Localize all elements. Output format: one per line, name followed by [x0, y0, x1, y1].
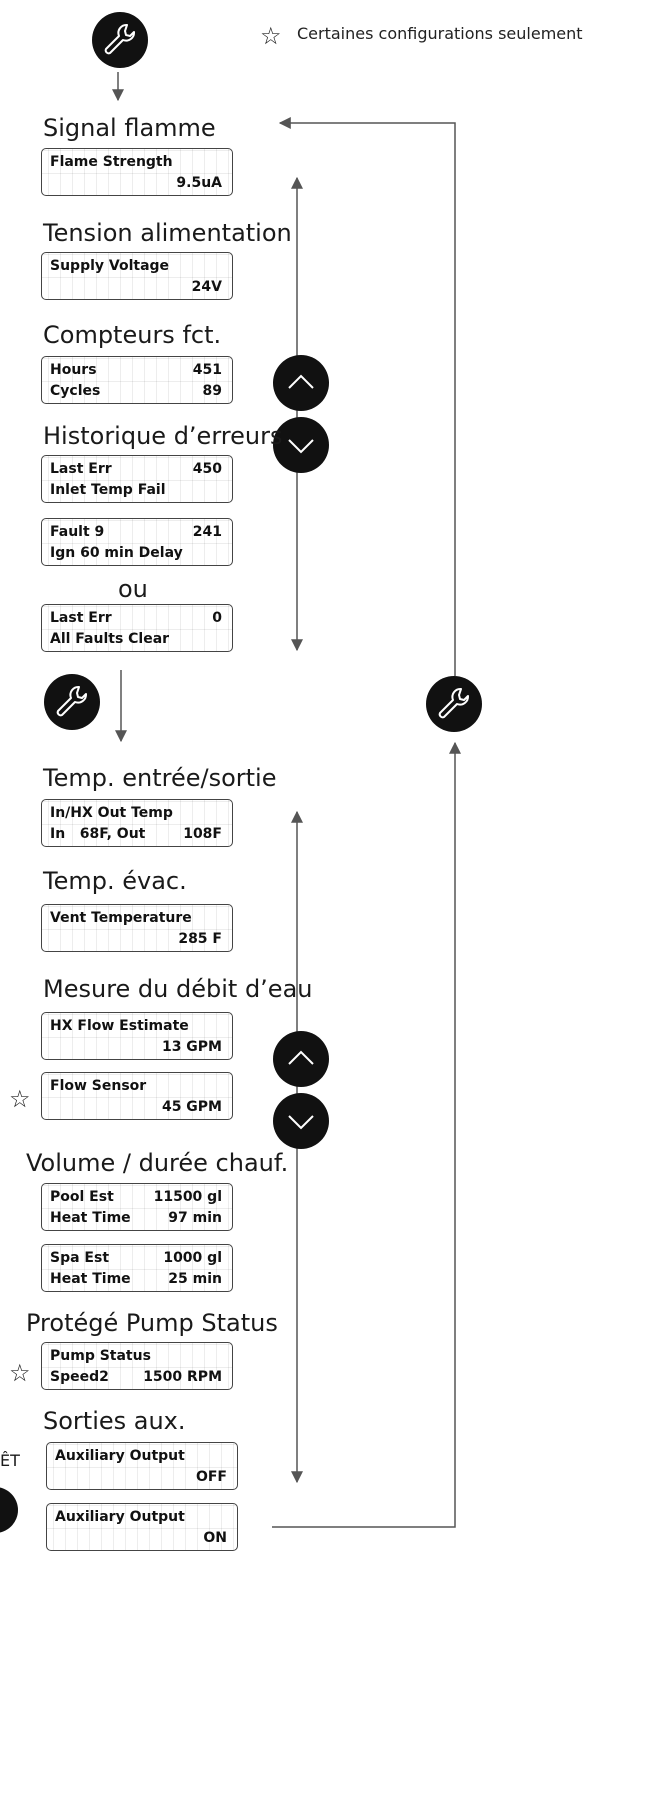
wrench-button-right[interactable] — [426, 676, 482, 732]
heading-historique-erreurs: Historique d’erreurs — [43, 422, 283, 450]
heading-temp-entree-sortie: Temp. entrée/sortie — [43, 764, 277, 792]
lcd-aux-output-off: Auxiliary Output OFF — [46, 1442, 238, 1490]
lcd-vent-temperature: Vent Temperature 285 F — [41, 904, 233, 952]
heading-mesure-debit: Mesure du débit d’eau — [43, 975, 313, 1003]
partial-circle-button[interactable] — [0, 1487, 18, 1533]
wrench-icon — [56, 686, 87, 717]
lcd-flow-sensor: Flow Sensor 45 GPM — [41, 1072, 233, 1120]
lcd-hx-flow-estimate: HX Flow Estimate 13 GPM — [41, 1012, 233, 1060]
heading-tension-alimentation: Tension alimentation — [43, 219, 292, 247]
chevron-up-icon — [288, 1050, 314, 1065]
return-loop-lower — [272, 741, 461, 1528]
scroll-up-button-lower[interactable] — [273, 1031, 329, 1087]
heading-pump-status: Protégé Pump Status — [26, 1309, 278, 1337]
heading-signal-flamme: Signal flamme — [43, 114, 216, 142]
legend-star-icon: ☆ — [260, 22, 282, 50]
star-pump-status-icon: ☆ — [9, 1359, 31, 1387]
lcd-flame-strength: Flame Strength 9.5uA — [41, 148, 233, 196]
return-loop-upper — [278, 117, 456, 676]
chevron-down-icon — [288, 439, 314, 454]
scroll-down-button-lower[interactable] — [273, 1093, 329, 1149]
wrench-button-top[interactable] — [92, 12, 148, 68]
wrench-button-middle[interactable] — [44, 674, 100, 730]
heading-sorties-aux: Sorties aux. — [43, 1407, 186, 1435]
heading-compteurs: Compteurs fct. — [43, 321, 222, 349]
chevron-down-icon — [288, 1115, 314, 1130]
wrench-icon — [438, 688, 469, 719]
heading-temp-evac: Temp. évac. — [43, 867, 187, 895]
separator-ou: ou — [118, 575, 148, 603]
wrench-icon — [104, 24, 135, 55]
partial-text: ÊT — [0, 1451, 20, 1470]
heading-volume-duree: Volume / durée chauf. — [26, 1149, 289, 1177]
lcd-aux-output-on: Auxiliary Output ON — [46, 1503, 238, 1551]
scroll-up-button-upper[interactable] — [273, 355, 329, 411]
scroll-down-button-upper[interactable] — [273, 417, 329, 473]
chevron-up-icon — [288, 374, 314, 389]
lcd-supply-voltage: Supply Voltage 24V — [41, 252, 233, 300]
star-flow-sensor-icon: ☆ — [9, 1085, 31, 1113]
legend-note: Certaines configurations seulement — [297, 24, 583, 43]
